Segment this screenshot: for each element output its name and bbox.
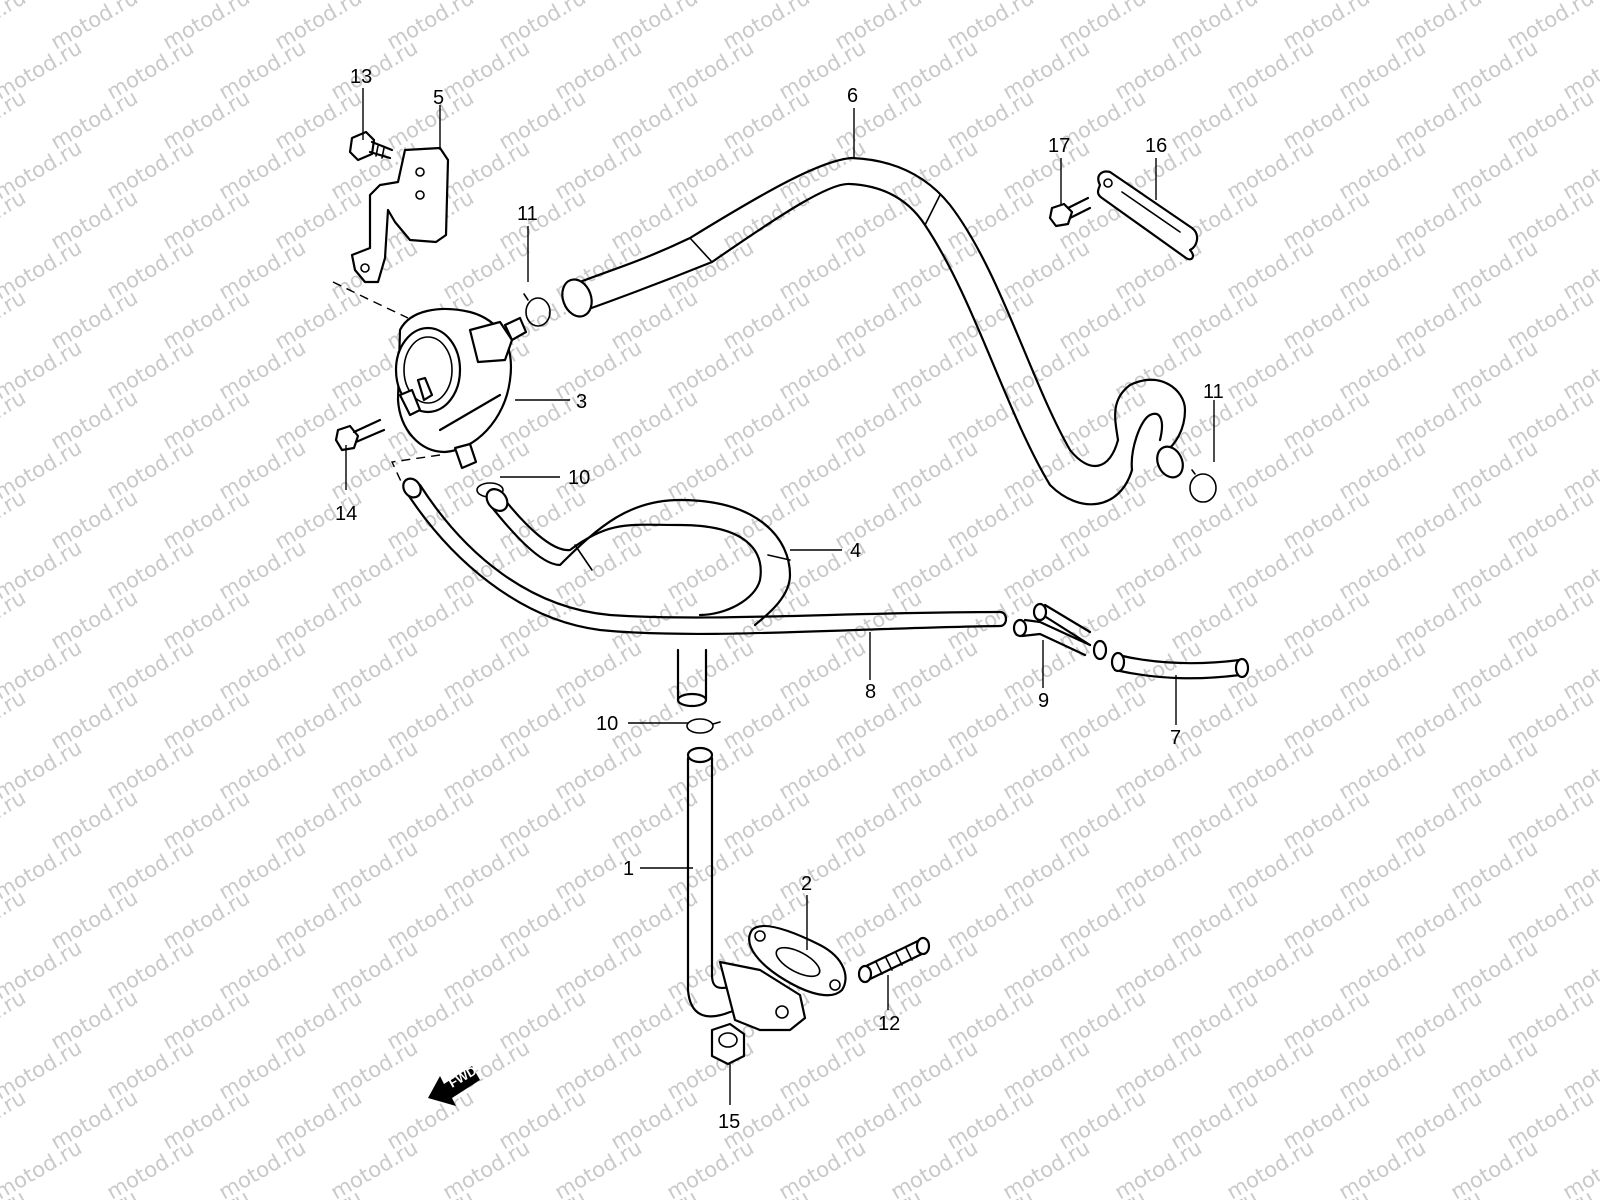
callout-12: 12: [878, 1013, 900, 1035]
watermark-text: motod.ru: [0, 985, 30, 1054]
hose-part-6: [561, 156, 1187, 506]
watermark-text: motod.ru: [215, 1135, 310, 1200]
callout-10-lower: 10: [596, 713, 618, 735]
bolt-part-13: [348, 130, 394, 162]
callout-8: 8: [865, 681, 876, 703]
watermark-text: motod.ru: [1223, 1135, 1318, 1200]
watermark-text: motod.ru: [719, 1185, 814, 1200]
watermark-text: motod.ru: [1167, 1185, 1262, 1200]
watermark-text: motod.ru: [327, 1135, 422, 1200]
callout-3: 3: [576, 391, 587, 413]
callout-10: 10: [568, 467, 590, 489]
watermark-text: motod.ru: [0, 385, 30, 454]
watermark-text: motod.ru: [0, 1085, 30, 1154]
clamp-part-11: [523, 293, 551, 327]
nut-part-15: [710, 1022, 746, 1066]
bracket-part-5: [350, 146, 450, 284]
watermark-text: motod.ru: [47, 1185, 142, 1200]
watermark-text: motod.ru: [943, 1185, 1038, 1200]
callout-16: 16: [1145, 135, 1167, 157]
hose-part-4: [485, 488, 792, 708]
watermark-text: motod.ru: [1279, 1185, 1374, 1200]
watermark-text: motod.ru: [0, 285, 30, 354]
callout-7: 7: [1170, 727, 1181, 749]
callout-13: 13: [350, 66, 372, 88]
assembly-line-pump-hose: [390, 454, 441, 491]
clamp-part-10-lower: [686, 718, 721, 734]
watermark-text: motod.ru: [383, 1185, 478, 1200]
watermark-text: motod.ru: [999, 1135, 1094, 1200]
callout-5: 5: [433, 87, 444, 109]
callout-2: 2: [801, 873, 812, 895]
bolt-part-17: [1048, 196, 1092, 228]
callout-14: 14: [335, 503, 357, 525]
clip-part-16: [1096, 170, 1199, 261]
watermark-text: motod.ru: [1335, 1135, 1430, 1200]
watermark-text: motod.ru: [159, 1185, 254, 1200]
watermark-text: motod.ru: [663, 1135, 758, 1200]
bolt-part-14: [334, 418, 386, 452]
watermark-text: motod.ru: [0, 85, 30, 154]
watermark-text: motod.ru: [0, 185, 30, 254]
watermark-text: motod.ru: [607, 1185, 702, 1200]
callout-1: 1: [623, 858, 634, 880]
gasket-part-2: [748, 925, 847, 997]
pipe-part-1: [686, 746, 807, 1032]
watermark-text: motod.ru: [1447, 1135, 1542, 1200]
watermark-text: motod.ru: [1055, 1185, 1150, 1200]
watermark-text: motod.ru: [831, 1185, 926, 1200]
joint-part-9: [1012, 602, 1108, 661]
callout-11-right: 11: [1203, 381, 1224, 403]
callout-17: 17: [1048, 135, 1070, 157]
callout-11: 11: [517, 203, 538, 225]
callout-4: 4: [850, 540, 861, 562]
watermark-text: motod.ru: [551, 1135, 646, 1200]
watermark-text: motod.ru: [775, 1135, 870, 1200]
clamp-part-11-lower: [1189, 469, 1217, 503]
watermark-text: motod.ru: [439, 1135, 534, 1200]
callout-labels: 13 5 6 17 16 11 11 3 14 10 4 8 9 7 10 1 …: [335, 66, 1224, 1133]
watermark-text: motod.ru: [1111, 1135, 1206, 1200]
fuel-pump-part-3: [394, 307, 528, 470]
callout-15: 15: [718, 1111, 740, 1133]
watermark-text: motod.ru: [0, 885, 30, 954]
watermark-text: motod.ru: [495, 1185, 590, 1200]
watermark-text: motod.ru: [1503, 1185, 1598, 1200]
leader-lines: [345, 88, 1215, 1105]
callout-6: 6: [847, 85, 858, 107]
watermark-text: motod.ru: [0, 785, 30, 854]
watermark-text: motod.ru: [887, 1135, 982, 1200]
watermark-text: motod.ru: [271, 1185, 366, 1200]
watermark-text: motod.ru: [0, 485, 30, 554]
hose-part-8: [402, 477, 1008, 636]
hose-part-7: [1110, 651, 1250, 680]
watermark-text: motod.ru: [0, 685, 30, 754]
watermark-text: motod.ru: [0, 585, 30, 654]
watermark-text: motod.ru: [0, 0, 30, 54]
callout-9: 9: [1038, 690, 1049, 712]
stud-part-12: [857, 936, 931, 984]
watermark-text: motod.ru: [1391, 1185, 1486, 1200]
watermark-text: motod.ru: [103, 1135, 198, 1200]
